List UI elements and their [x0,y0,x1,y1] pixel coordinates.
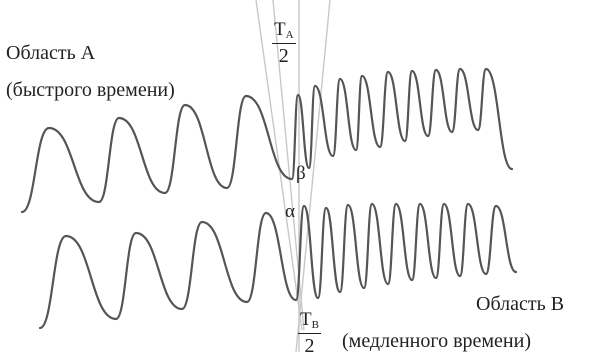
guide-line-b [295,0,331,353]
region-a-title: Область A [6,42,96,64]
region-b-title: Область B [476,293,565,315]
alpha-label: α [285,201,295,222]
period-a-subscript: A [285,29,294,41]
period-a-symbol: T [274,19,286,40]
beta-label: β [296,163,306,184]
period-b-symbol: T [300,309,312,330]
wave-upper [20,67,514,214]
waveforms [20,67,518,330]
wave-lower [38,202,518,330]
region-b-subtitle: (медленного времени) [342,330,531,352]
period-b-fraction: TB 2 [298,310,321,356]
period-a-denominator: 2 [278,45,289,67]
period-a-fraction: TA 2 [272,20,296,66]
period-b-subscript: B [311,319,319,331]
period-b-denominator: 2 [304,335,315,357]
region-a-subtitle: (быстрого времени) [6,79,175,101]
